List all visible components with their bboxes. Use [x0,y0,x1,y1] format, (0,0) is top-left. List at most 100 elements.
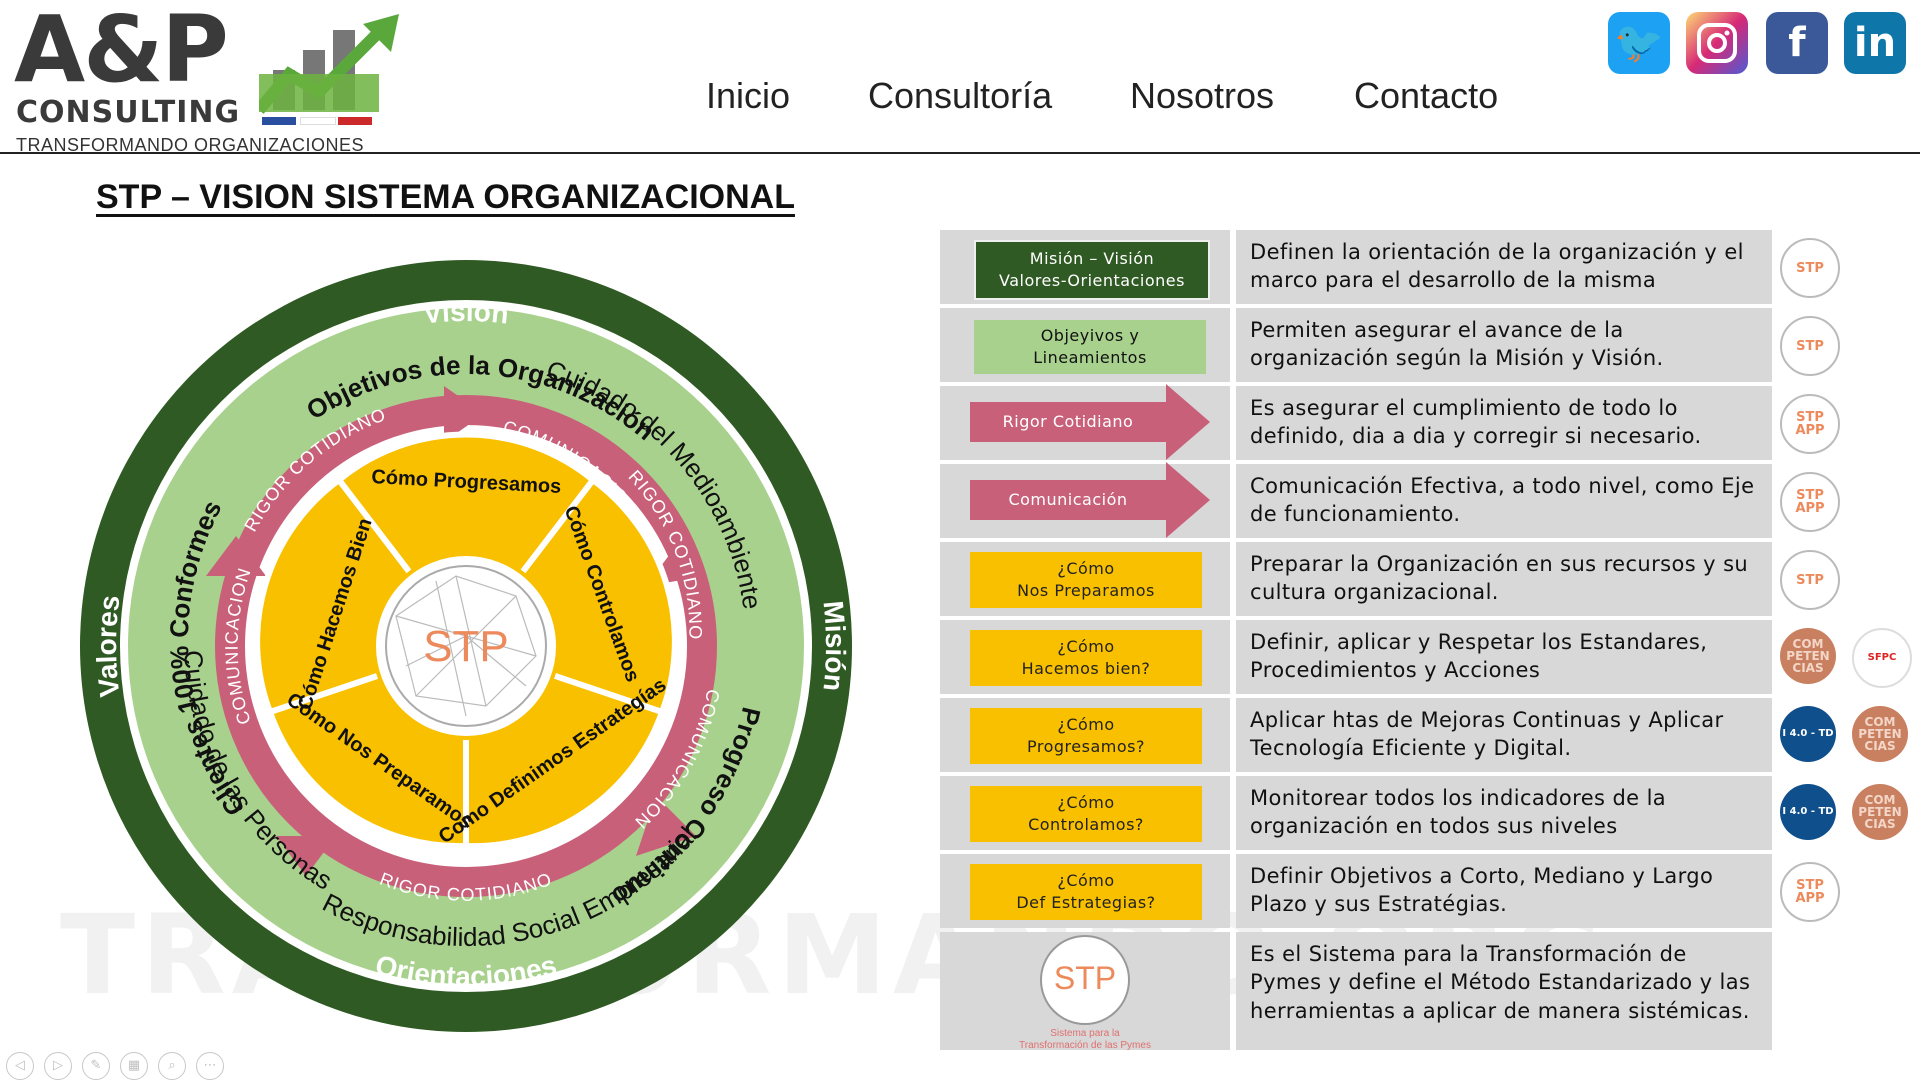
pen-icon[interactable]: ✎ [82,1052,110,1080]
row-label: ¿Cómo Def Estrategias? [970,864,1202,920]
row-desc-cell: Es el Sistema para la Transformación de … [1236,932,1772,1050]
svg-text:Misión: Misión [817,599,851,692]
pink-arrow-head [444,386,484,442]
row-label: Objeyivos y Lineamientos [974,320,1206,374]
pink-arrow-head [206,536,266,576]
instagram-icon[interactable] [1686,12,1748,74]
row-label-cell: Comunicación [940,462,1230,538]
stp-logo-label: STP [1053,960,1117,996]
pink-arrow-head [636,796,696,856]
arrow-head-icon [1166,462,1210,538]
tool-badge-icon: STP [1780,238,1840,298]
row-description: Permiten asegurar el avance de la organi… [1250,318,1664,371]
company-logo[interactable]: A&P CONSULTING TRANSFORMANDO ORGANIZACIO… [14,0,404,155]
arrow-head-icon [1166,384,1210,460]
row-label: ¿Cómo Controlamos? [970,786,1202,842]
row-desc-cell: Es asegurar el cumplimiento de todo lo d… [1236,386,1772,460]
facebook-icon[interactable]: f [1766,12,1828,74]
nav-nosotros[interactable]: Nosotros [1130,75,1275,116]
row-description: Es asegurar el cumplimiento de todo lo d… [1250,396,1702,449]
table-row: ¿Cómo Hacemos bien? Definir, aplicar y Re… [940,620,1912,694]
table-row: ¿Cómo Controlamos? Monitorear todos los i… [940,776,1908,850]
row-label-cell: ¿Cómo Hacemos bien? [940,620,1230,694]
row-label: ¿Cómo Progresamos? [970,708,1202,764]
tool-badge-icon: STP APP [1780,862,1840,922]
growth-chart-icon [259,14,399,114]
flag-stripe-red [338,117,372,125]
table-row: ¿Cómo Def Estrategias? Definir Objetivos … [940,854,1840,928]
row-label-cell: STP Sistema para la Transformación de las… [940,932,1230,1051]
zoom-icon[interactable]: ⌕ [158,1052,186,1080]
table-row: ¿Cómo Progresamos? Aplicar htas de Mejora… [940,698,1908,772]
row-label-cell: Misión – Visión Valores-Orientaciones [940,230,1230,304]
stp-logo-sublabel: Sistema para la Transformación de las Py… [1019,1028,1151,1051]
row-description: Es el Sistema para la Transformación de … [1250,942,1751,1023]
row-label-cell: ¿Cómo Controlamos? [940,776,1230,850]
row-description: Aplicar htas de Mejoras Continuas y Apli… [1250,708,1724,761]
stp-logo-icon [1040,935,1130,1025]
row-label-cell: Rigor Cotidiano [940,384,1230,460]
svg-text:Valores: Valores [91,593,125,698]
row-label: ¿Cómo Nos Preparamos [970,552,1202,608]
flag-stripe-white [300,117,336,125]
nav-inicio[interactable]: Inicio [706,75,791,116]
table-row: Misión – Visión Valores-Orientaciones Def… [940,230,1840,304]
tool-badge-icon: STP APP [1780,472,1840,532]
row-label-cell: ¿Cómo Def Estrategias? [940,854,1230,928]
row-desc-cell: Permiten asegurar el avance de la organi… [1236,308,1772,382]
table-row: Comunicación Comunicación Efectiva, a tod… [940,462,1840,538]
tool-badge-icon: STP APP [1780,394,1840,454]
tool-badge-icon: SFPC [1852,628,1912,688]
row-label-cell: ¿Cómo Progresamos? [940,698,1230,772]
tool-badge-icon: STP [1780,316,1840,376]
nav-consultoria[interactable]: Consultoría [868,75,1053,116]
row-label-cell: Objeyivos y Lineamientos [940,308,1230,382]
tool-badge-icon: STP [1780,550,1840,610]
prev-icon[interactable]: ◁ [6,1052,34,1080]
logo-brand: A&P [14,0,229,103]
table-row: Objeyivos y Lineamientos Permiten asegura… [940,308,1840,382]
row-label: Misión – Visión Valores-Orientaciones [974,240,1210,300]
row-description: Definir Objetivos a Corto, Mediano y Lar… [1250,864,1714,917]
pink-arrow-head [276,836,336,876]
row-label: Comunicación [970,480,1166,520]
row-desc-cell: Comunicación Efectiva, a todo nivel, com… [1236,464,1772,538]
tool-badge-icon: COM PETEN CIAS [1780,628,1836,684]
stp-circular-diagram: STP Visión Orientaciones Valores Misión … [80,260,852,1032]
outer-label-valores: Valores [91,593,125,698]
flag-stripe-blue [262,117,296,125]
logo-tagline: TRANSFORMANDO ORGANIZACIONES [16,135,365,155]
page-title: STP – VISION SISTEMA ORGANIZACIONAL [96,178,795,216]
row-label-cell: ¿Cómo Nos Preparamos [940,542,1230,616]
row-label: Rigor Cotidiano [970,402,1166,442]
svg-text:Visión: Visión [422,296,510,330]
row-description: Definen la orientación de la organizació… [1250,240,1744,293]
row-desc-cell: Monitorear todos los indicadores de la o… [1236,776,1772,850]
table-row: ¿Cómo Nos Preparamos Preparar la Organiza… [940,542,1840,616]
row-label: ¿Cómo Hacemos bien? [970,630,1202,686]
outer-label-vision: Visión [422,296,510,330]
next-icon[interactable]: ▷ [44,1052,72,1080]
row-desc-cell: Definen la orientación de la organizació… [1236,230,1772,304]
header-divider [0,152,1920,154]
linkedin-icon[interactable]: in [1844,12,1906,74]
tool-badge-icon: I 4.0 - TD [1780,784,1836,840]
row-description: Definir, aplicar y Respetar los Estandar… [1250,630,1708,683]
outer-label-mision: Misión [817,599,851,692]
table-row: Rigor Cotidiano Es asegurar el cumplimien… [940,384,1840,460]
row-desc-cell: Aplicar htas de Mejoras Continuas y Apli… [1236,698,1772,772]
tool-badge-icon: COM PETEN CIAS [1852,784,1908,840]
row-desc-cell: Definir, aplicar y Respetar los Estandar… [1236,620,1772,694]
tool-badge-icon: I 4.0 - TD [1780,706,1836,762]
twitter-icon[interactable]: 🐦 [1608,12,1670,74]
row-desc-cell: Definir Objetivos a Corto, Mediano y Lar… [1236,854,1772,928]
table-row: STP Sistema para la Transformación de las… [940,932,1772,1051]
more-icon[interactable]: ⋯ [196,1052,224,1080]
slides-icon[interactable]: ▦ [120,1052,148,1080]
row-description: Monitorear todos los indicadores de la o… [1250,786,1667,839]
diagram-center-label: STP [423,622,509,671]
row-desc-cell: Preparar la Organización en sus recursos… [1236,542,1772,616]
logo-brand-sub: CONSULTING [16,95,241,130]
row-description: Comunicación Efectiva, a todo nivel, com… [1250,474,1755,527]
nav-contacto[interactable]: Contacto [1354,75,1499,116]
